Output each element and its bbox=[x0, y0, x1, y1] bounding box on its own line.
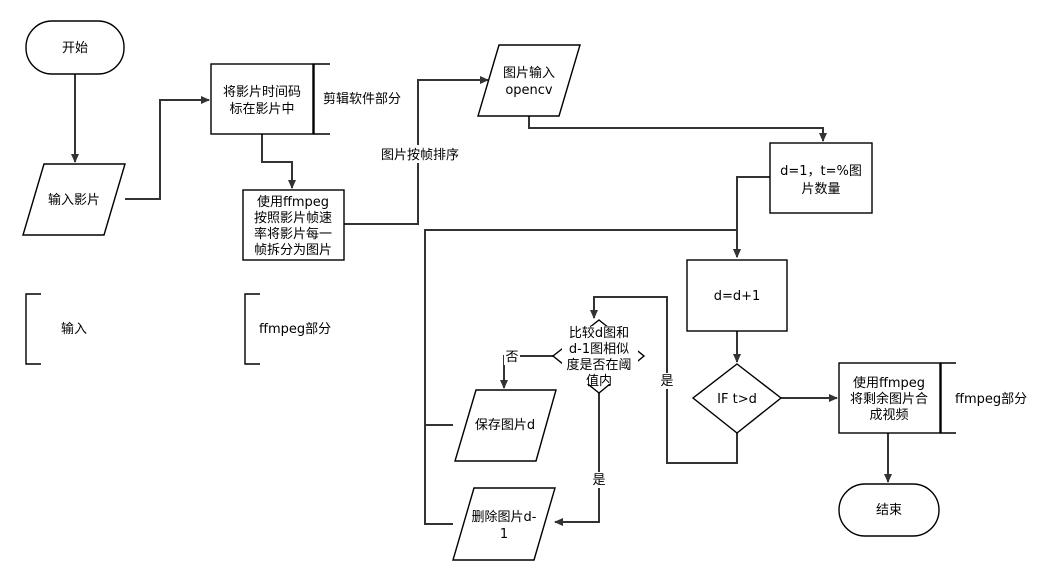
edge-label-sort-frames: 图片按帧排序 bbox=[378, 145, 462, 163]
node-end: 结束 bbox=[838, 483, 940, 537]
edge-compare-yes-to-delete bbox=[554, 393, 600, 526]
legend-ffmpeg-part: ffmpeg部分 bbox=[244, 293, 331, 365]
node-save-image: 保存图片d bbox=[454, 389, 557, 462]
edge-loopback-to-increment bbox=[424, 229, 741, 426]
node-start-label: 开始 bbox=[62, 41, 88, 56]
annotation-ffmpeg-part-right: ffmpeg部分 bbox=[940, 362, 1027, 434]
node-delete-image-line1: 删除图片d- bbox=[472, 510, 537, 525]
node-init-vars-line1: d=1，t=%图 bbox=[780, 164, 862, 179]
node-ffmpeg-split: 使用ffmpeg 按照影片帧速 率将影片每一 帧拆分为图片 bbox=[242, 189, 345, 261]
node-ffmpeg-compose-line2: 将剩余图片合 bbox=[850, 391, 928, 407]
edge-label-yes-delete: 是 bbox=[591, 472, 607, 488]
node-input-video: 输入影片 bbox=[22, 163, 126, 236]
node-image-input: 图片输入 opencv bbox=[477, 44, 581, 117]
node-delete-image: 删除图片d- 1 bbox=[452, 487, 556, 561]
node-embed-timecode-line1: 将影片时间码 bbox=[223, 85, 301, 100]
node-ffmpeg-split-line4: 帧拆分为图片 bbox=[254, 243, 332, 258]
edge-label-yes-loop: 是 bbox=[659, 373, 675, 389]
node-ffmpeg-split-line2: 按照影片帧速 bbox=[254, 211, 332, 226]
node-save-image-label: 保存图片d bbox=[475, 418, 535, 433]
node-increment-label: d=d+1 bbox=[714, 289, 761, 304]
node-ffmpeg-compose-line3: 成视频 bbox=[869, 408, 908, 423]
node-ffmpeg-compose-line1: 使用ffmpeg bbox=[853, 375, 925, 391]
node-embed-timecode-line2: 标在影片中 bbox=[229, 102, 294, 117]
edge-delete-loopback bbox=[424, 425, 453, 525]
legend-input-label: 输入 bbox=[61, 321, 87, 337]
node-if-t-gt-d-label: IF t>d bbox=[717, 392, 757, 407]
node-init-vars: d=1，t=%图 片数量 bbox=[769, 142, 873, 214]
node-image-input-line2: opencv bbox=[505, 83, 553, 98]
node-compare-label-bg bbox=[562, 326, 638, 384]
node-end-label: 结束 bbox=[876, 503, 902, 518]
node-compare: 比较d图和 d-1图相似 度是否在阈 值内 bbox=[551, 319, 646, 394]
edge-label-yes-loop-text: 是 bbox=[660, 374, 673, 389]
node-ffmpeg-compose: 使用ffmpeg 将剩余图片合 成视频 bbox=[838, 362, 941, 434]
edge-init-to-increment bbox=[733, 176, 770, 258]
node-embed-timecode: 将影片时间码 标在影片中 bbox=[210, 63, 314, 135]
annotation-ffmpeg-part-right-label: ffmpeg部分 bbox=[955, 392, 1027, 407]
node-increment: d=d+1 bbox=[686, 259, 788, 332]
edge-timecode-to-split bbox=[261, 134, 296, 189]
node-compare-line3: 度是否在阈 bbox=[566, 357, 631, 373]
edge-label-sort-frames-text: 图片按帧排序 bbox=[381, 148, 459, 163]
edge-input-to-timecode bbox=[125, 96, 210, 200]
node-image-input-line1: 图片输入 bbox=[503, 65, 555, 81]
node-ffmpeg-split-line1: 使用ffmpeg bbox=[257, 194, 329, 210]
node-delete-image-line2: 1 bbox=[500, 527, 508, 542]
node-input-video-label: 输入影片 bbox=[48, 192, 100, 208]
annotation-editing-part: 剪辑软件部分 bbox=[313, 63, 401, 135]
node-compare-line4: 值内 bbox=[586, 373, 612, 389]
legend-input: 输入 bbox=[25, 293, 87, 365]
node-ffmpeg-split-line3: 率将影片每一 bbox=[254, 226, 332, 242]
node-compare-line2: d-1图相似 bbox=[569, 342, 629, 357]
legend-ffmpeg-part-label: ffmpeg部分 bbox=[259, 322, 331, 337]
node-if-t-gt-d: IF t>d bbox=[691, 363, 783, 434]
annotation-editing-part-label: 剪辑软件部分 bbox=[323, 91, 401, 107]
node-start: 开始 bbox=[25, 20, 125, 75]
node-compare-line1: 比较d图和 bbox=[569, 326, 629, 341]
edge-label-no: 否 bbox=[504, 349, 520, 365]
node-init-vars-line2: 片数量 bbox=[801, 182, 840, 197]
edge-label-yes-delete-text: 是 bbox=[592, 473, 605, 488]
edge-label-no-text: 否 bbox=[505, 350, 518, 365]
edge-imageinput-to-init bbox=[528, 116, 827, 142]
